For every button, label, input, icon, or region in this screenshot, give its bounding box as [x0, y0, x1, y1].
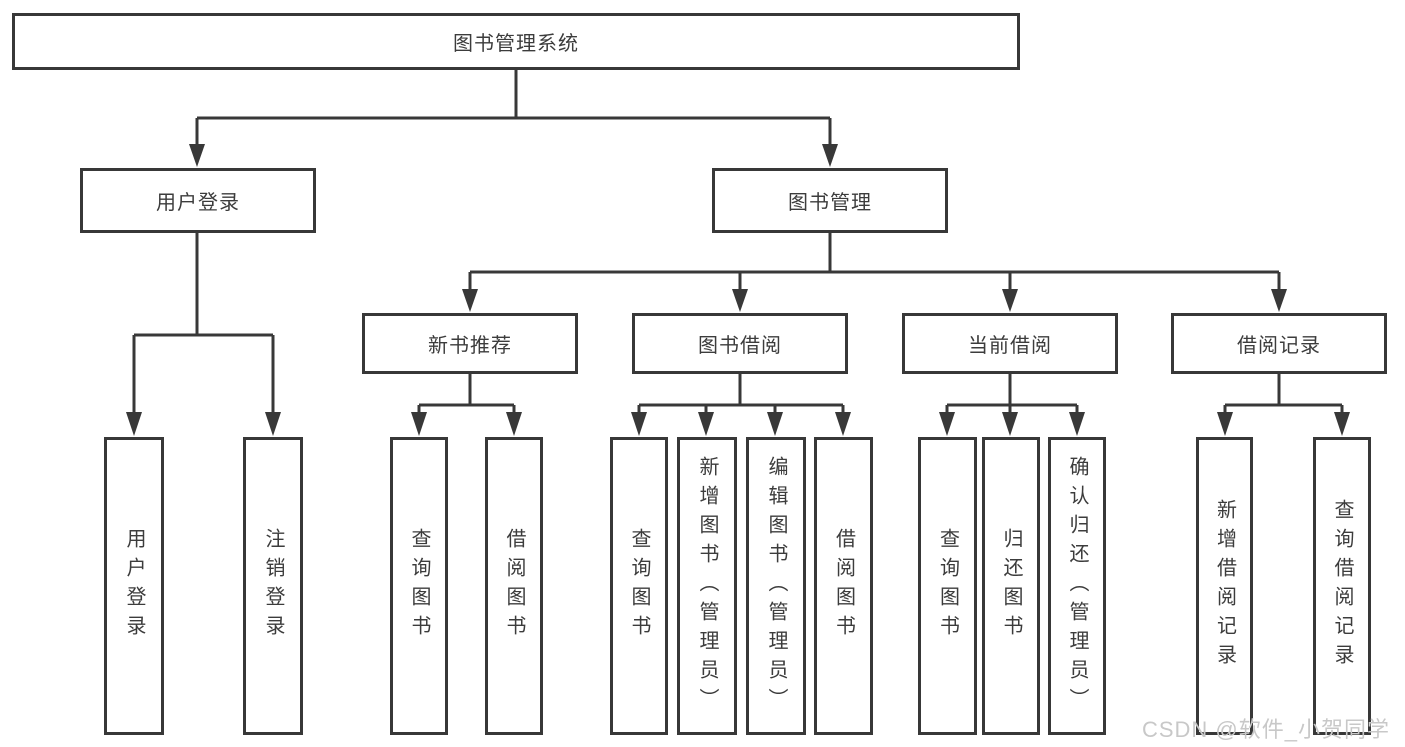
- leaf-label: 确认归还（管理员）: [1066, 455, 1088, 717]
- leaf-query-books-current: 查询图书: [918, 437, 977, 735]
- leaf-label: 注销登录: [262, 528, 284, 644]
- leaf-label: 新增借阅记录: [1213, 499, 1236, 673]
- leaf-return-books: 归还图书: [982, 437, 1040, 735]
- watermark: CSDN @软件_小贺同学: [1141, 717, 1390, 742]
- leaf-add-borrow-record: 新增借阅记录: [1196, 437, 1253, 735]
- leaf-label: 查询图书: [936, 528, 959, 644]
- leaf-label: 归还图书: [1000, 528, 1022, 644]
- leaf-query-books-borrow: 查询图书: [610, 437, 668, 735]
- node-new-book-recommend: 新书推荐: [362, 313, 578, 374]
- node-book-borrow: 图书借阅: [632, 313, 848, 374]
- leaf-label: 用户登录: [123, 528, 145, 644]
- leaf-label: 查询图书: [408, 528, 430, 644]
- leaf-add-book-admin: 新增图书（管理员）: [677, 437, 737, 735]
- node-current-borrow: 当前借阅: [902, 313, 1118, 374]
- leaf-label: 新增图书（管理员）: [696, 455, 718, 717]
- leaf-label: 查询借阅记录: [1331, 499, 1353, 673]
- leaf-edit-book-admin: 编辑图书（管理员）: [746, 437, 806, 735]
- leaf-label: 借阅图书: [832, 528, 855, 644]
- leaf-user-login: 用户登录: [104, 437, 164, 735]
- leaf-query-books-newbook: 查询图书: [390, 437, 448, 735]
- node-user-login: 用户登录: [80, 168, 316, 233]
- leaf-label: 借阅图书: [503, 528, 525, 644]
- node-library-system: 图书管理系统: [12, 13, 1020, 70]
- leaf-logout: 注销登录: [243, 437, 303, 735]
- node-book-management: 图书管理: [712, 168, 948, 233]
- leaf-borrow-books: 借阅图书: [814, 437, 873, 735]
- leaf-label: 编辑图书（管理员）: [765, 455, 787, 717]
- arrowheads: [126, 144, 1350, 436]
- leaf-confirm-return-admin: 确认归还（管理员）: [1048, 437, 1106, 735]
- leaf-query-borrow-record: 查询借阅记录: [1313, 437, 1371, 735]
- node-borrow-records: 借阅记录: [1171, 313, 1387, 374]
- leaf-label: 查询图书: [628, 528, 650, 644]
- leaf-borrow-books-newbook: 借阅图书: [485, 437, 543, 735]
